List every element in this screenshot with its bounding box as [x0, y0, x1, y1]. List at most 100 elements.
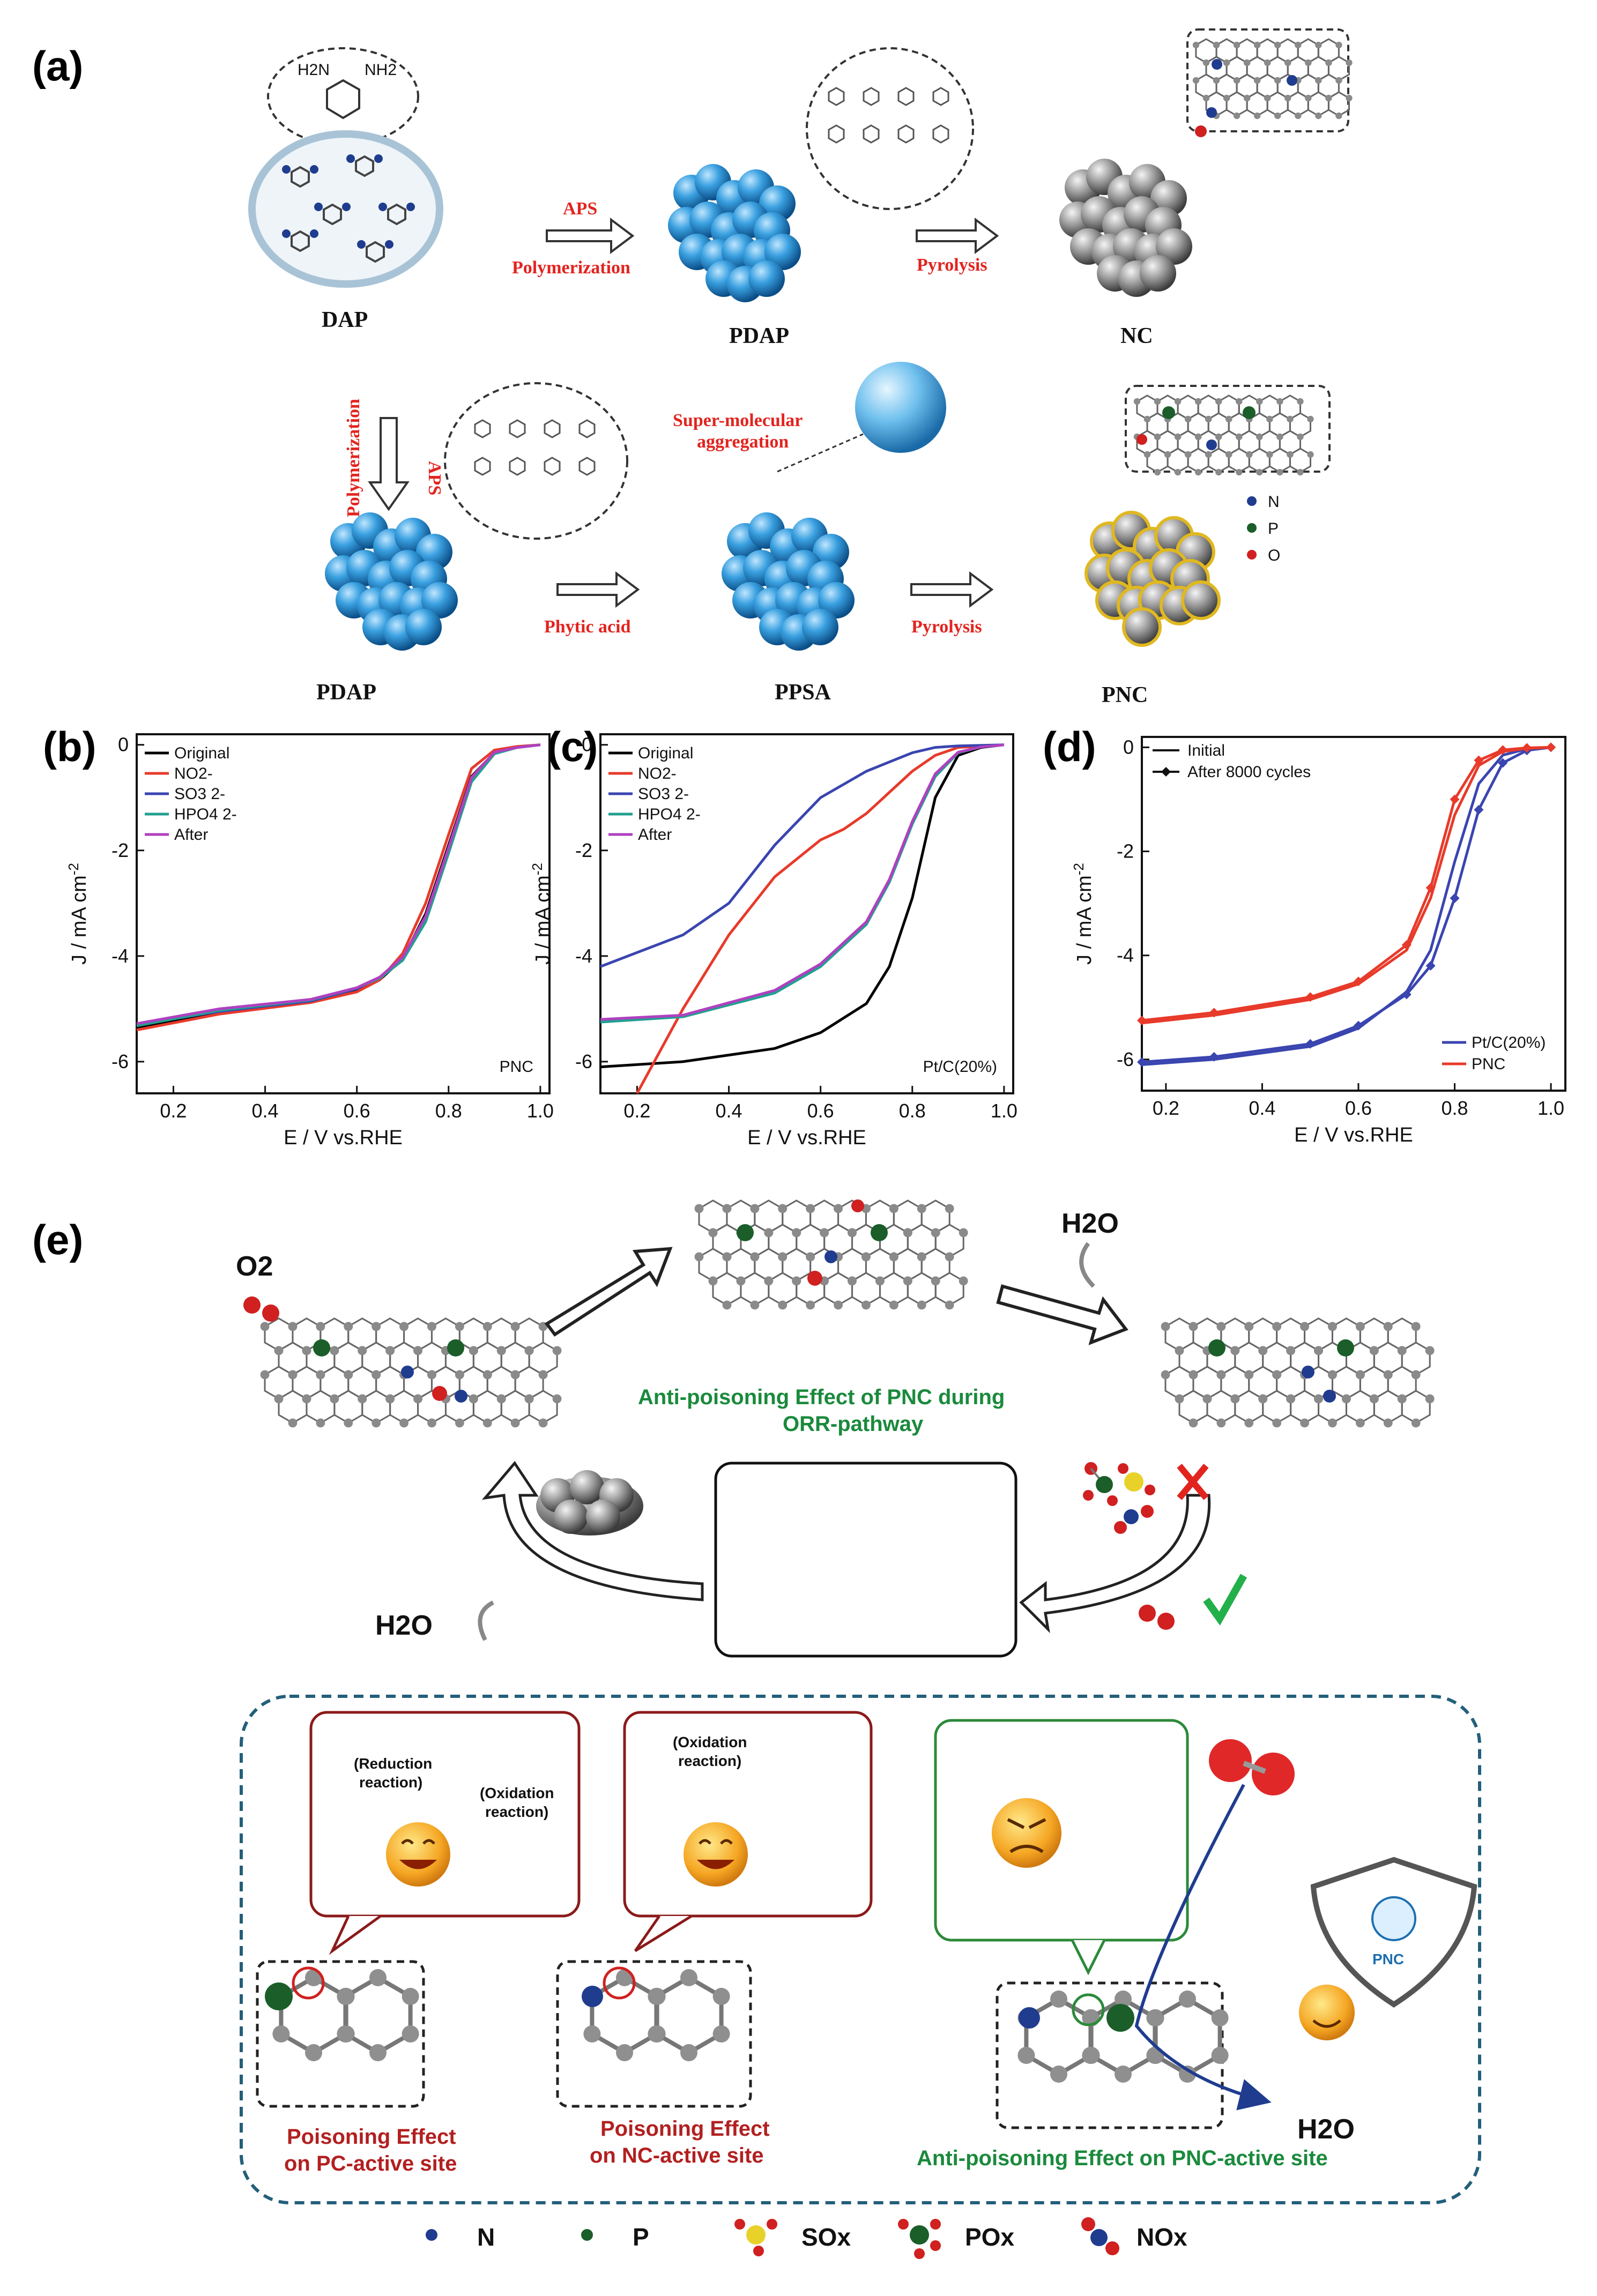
central-poisoned-sheet-box	[714, 1462, 1017, 1658]
x-tick-label: 0.4	[252, 1100, 279, 1122]
pdap-zoom-ellipse	[806, 47, 974, 210]
pyridine-ring	[326, 79, 360, 120]
y-axis-label: J / mA cm-2	[1071, 863, 1096, 965]
series-marker	[1474, 755, 1484, 765]
series-marker	[1401, 940, 1412, 950]
series-line	[636, 743, 1005, 1094]
active-site-ring-pnc	[1072, 1993, 1105, 2026]
series-marker	[1137, 1015, 1147, 1025]
arrow-vertical-aps: Polymerization APS	[344, 399, 444, 517]
arrow-desorption	[996, 1284, 1128, 1345]
series-marker	[1305, 1039, 1316, 1049]
bubble2-text-2: reaction)	[678, 1753, 741, 1769]
panel-label-b: (b)	[43, 723, 96, 770]
label-supermolecular-2: aggregation	[697, 432, 789, 452]
series-line	[1141, 746, 1551, 1066]
legend-e-icon-n	[426, 2229, 437, 2241]
chart-annotation: Pt/C(20%)	[923, 1058, 997, 1076]
site-box-nc	[556, 1960, 752, 2108]
pdap-cluster: PDAP	[668, 47, 974, 348]
legend-e-icon-nox	[1081, 2217, 1119, 2255]
o2-accepted	[1139, 1574, 1247, 1630]
label-pyrolysis-2: Pyrolysis	[911, 617, 982, 637]
smiley-happy-1	[386, 1822, 450, 1887]
series-marker	[1209, 1008, 1219, 1018]
series-marker	[1546, 742, 1556, 752]
center-title-1: Anti-poisoning Effect of PNC during	[638, 1385, 1005, 1409]
legend-e-icon-pox	[898, 2219, 941, 2259]
smiley-happy-2	[684, 1822, 748, 1887]
legend-marker	[1161, 767, 1171, 777]
legend-label: HPO4 2-	[174, 806, 237, 823]
nc-graphene-sheet	[1192, 38, 1353, 137]
y-tick-label: -4	[575, 945, 592, 967]
series-marker	[1498, 758, 1508, 768]
series-marker	[1137, 1057, 1147, 1067]
series-marker	[1425, 883, 1436, 893]
series-marker	[1305, 992, 1316, 1002]
bubble-pnc	[934, 1719, 1189, 1942]
bubble-nc	[623, 1711, 873, 1918]
y-tick-label: 0	[1123, 736, 1134, 758]
x-tick-label: 1.0	[991, 1100, 1017, 1122]
pnc-cluster: PNC N P O	[1085, 385, 1331, 707]
y-tick-label: 0	[582, 734, 592, 756]
check-mark	[1203, 1574, 1247, 1626]
legend-e-n: N	[477, 2223, 495, 2251]
site-box-pc	[256, 1960, 425, 2108]
legend-a-dot-n	[1247, 496, 1257, 506]
legend-a-label-o: O	[1268, 547, 1280, 564]
y-tick-label: -2	[1117, 840, 1134, 862]
y-tick-label: -2	[575, 839, 592, 861]
plot-frame	[1141, 736, 1566, 1092]
series-marker	[1498, 745, 1508, 755]
series-marker	[1401, 989, 1412, 1000]
panel-label-a: (a)	[32, 42, 83, 90]
cross-mark	[1177, 1464, 1209, 1500]
legend-label: NO2-	[638, 765, 677, 782]
x-tick-label: 1.0	[1537, 1097, 1564, 1119]
legend-e-pox: POx	[965, 2223, 1014, 2251]
y-axis-label: J / mA cm-2	[529, 863, 554, 965]
legend-label: Original	[174, 744, 229, 762]
mechanism-dashed-box	[240, 1695, 1481, 2204]
bubble1-text-1: (Reduction	[354, 1755, 432, 1772]
legend-label: After	[638, 826, 672, 844]
o2-to-h2o: H2O	[1134, 1739, 1355, 2145]
arrow-left-curve	[481, 1460, 704, 1601]
label-phytic-acid: Phytic acid	[544, 617, 631, 637]
y-axis-label: J / mA cm-2	[65, 863, 91, 965]
label-aps-vertical: APS	[425, 461, 444, 495]
x-axis-label: E / V vs.RHE	[747, 1127, 866, 1149]
caption-pc-1: Poisoning Effect	[287, 2125, 456, 2149]
arrow-h2o-left	[478, 1600, 494, 1641]
x-tick-label: 0.2	[1153, 1097, 1179, 1119]
legend-e-icon-p	[581, 2229, 593, 2241]
x-axis-label: E / V vs.RHE	[1294, 1124, 1413, 1146]
legend-e-sox: SOx	[801, 2223, 851, 2251]
legend-label: After 8000 cycles	[1187, 763, 1311, 781]
pnc-shield-mascot: PNC	[1299, 1857, 1477, 2040]
series-marker	[1474, 804, 1484, 815]
pdap-polymer-zoom	[828, 87, 949, 144]
x-tick-label: 0.2	[623, 1100, 650, 1122]
legend-label: Original	[638, 744, 693, 762]
legend-label: After	[174, 826, 208, 844]
label-pyrolysis: Pyrolysis	[917, 255, 987, 275]
dap-nh2-label: NH2	[365, 61, 397, 79]
x-axis-label: E / V vs.RHE	[284, 1127, 403, 1149]
series-marker	[1209, 1052, 1219, 1062]
legend-label: HPO4 2-	[638, 806, 701, 823]
x-tick-label: 0.6	[1345, 1097, 1372, 1119]
label-supermolecular-1: Super-molecular	[673, 411, 803, 430]
panel-label-d: (d)	[1043, 723, 1096, 770]
label-aps: APS	[563, 199, 597, 219]
legend-e-icon-sox	[734, 2219, 777, 2256]
pdap2-cluster: PDAP	[316, 382, 628, 705]
x-tick-label: 0.6	[807, 1100, 834, 1122]
legend-label: SO3 2-	[174, 785, 225, 803]
smiley-angry	[992, 1798, 1061, 1868]
